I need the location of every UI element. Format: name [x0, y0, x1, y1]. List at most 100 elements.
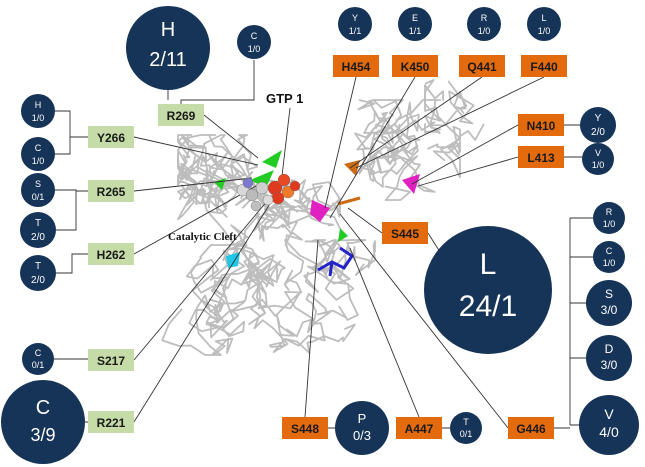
svg-text:1/0: 1/0: [32, 113, 45, 123]
mutation-circle-r-441[interactable]: R 1/0: [467, 7, 501, 41]
mutation-circle-p-448[interactable]: P 0/3: [335, 401, 389, 455]
mutation-circle-s-265[interactable]: S 0/1: [21, 173, 55, 207]
svg-text:1/0: 1/0: [248, 44, 261, 54]
svg-text:4/0: 4/0: [599, 424, 619, 440]
mutation-circle-c-217[interactable]: C 0/1: [22, 343, 54, 375]
svg-text:C: C: [251, 31, 258, 41]
svg-text:S: S: [605, 287, 613, 301]
svg-text:P: P: [358, 411, 367, 426]
residue-box-h454[interactable]: H454: [333, 55, 379, 77]
mutation-circle-t-447[interactable]: T 0/1: [450, 412, 482, 444]
svg-text:0/1: 0/1: [32, 360, 45, 370]
mutation-circle-c-269[interactable]: C 1/0: [237, 25, 271, 59]
residue-box-g446[interactable]: G446: [508, 417, 554, 439]
svg-text:1/1: 1/1: [349, 26, 362, 36]
svg-text:1/0: 1/0: [538, 26, 551, 36]
residue-box-s445[interactable]: S445: [382, 222, 428, 244]
catalytic-cleft-label: Catalytic Cleft: [168, 231, 237, 243]
mutation-circle-c-big[interactable]: C 3/9: [1, 380, 85, 464]
residue-box-r265[interactable]: R265: [88, 180, 134, 202]
svg-text:E: E: [412, 13, 418, 23]
mutation-circle-y-410[interactable]: Y 2/0: [580, 107, 616, 143]
mutation-circle-v-413[interactable]: V 1/0: [582, 143, 614, 175]
mutation-circle-c-266[interactable]: C 1/0: [21, 137, 55, 171]
svg-text:L: L: [480, 248, 497, 281]
mutation-circle-t-265[interactable]: T 2/0: [20, 212, 56, 248]
svg-text:A447: A447: [405, 422, 434, 436]
svg-text:R269: R269: [167, 109, 196, 123]
svg-text:Y: Y: [352, 13, 358, 23]
svg-text:R221: R221: [97, 416, 126, 430]
mutation-circle-s-446[interactable]: S 3/0: [586, 280, 632, 326]
svg-text:1/0: 1/0: [592, 160, 605, 170]
residue-box-k450[interactable]: K450: [392, 55, 438, 77]
svg-text:S448: S448: [291, 422, 319, 436]
mutation-circle-h-266[interactable]: H 1/0: [21, 94, 55, 128]
svg-text:Y: Y: [595, 113, 602, 124]
svg-text:0/1: 0/1: [460, 429, 473, 439]
svg-text:S445: S445: [391, 227, 419, 241]
svg-text:H: H: [161, 19, 175, 41]
mutation-circle-r-446[interactable]: R 1/0: [593, 202, 625, 234]
svg-text:R265: R265: [97, 185, 126, 199]
gtp-label: GTP 1: [266, 91, 303, 106]
mutation-circle-h-big[interactable]: H 2/11: [126, 6, 210, 90]
residue-box-n410[interactable]: N410: [518, 114, 564, 136]
svg-text:R: R: [481, 13, 488, 23]
svg-text:T: T: [35, 218, 41, 229]
svg-text:1/0: 1/0: [478, 26, 491, 36]
mutation-circle-v-446[interactable]: V 4/0: [579, 395, 639, 455]
residue-box-h262[interactable]: H262: [88, 243, 134, 265]
svg-text:H454: H454: [342, 60, 371, 74]
residue-box-s217[interactable]: S217: [88, 349, 134, 371]
svg-text:24/1: 24/1: [459, 290, 517, 323]
residue-box-y266[interactable]: Y266: [88, 126, 134, 148]
svg-text:H262: H262: [97, 248, 126, 262]
svg-text:0/1: 0/1: [32, 192, 45, 202]
residue-box-a447[interactable]: A447: [396, 417, 442, 439]
svg-text:2/0: 2/0: [591, 127, 605, 138]
residue-box-f440[interactable]: F440: [521, 55, 567, 77]
svg-text:D: D: [605, 342, 614, 356]
svg-text:C: C: [35, 143, 42, 153]
residue-box-s448[interactable]: S448: [282, 417, 328, 439]
svg-text:R: R: [606, 207, 613, 217]
svg-text:V: V: [604, 406, 614, 422]
svg-text:K450: K450: [401, 60, 430, 74]
svg-text:N410: N410: [527, 119, 556, 133]
svg-text:1/0: 1/0: [32, 156, 45, 166]
connector-lines: [54, 60, 593, 429]
svg-text:F440: F440: [530, 60, 558, 74]
mutation-circle-c-446[interactable]: C 1/0: [593, 241, 625, 273]
svg-text:S: S: [35, 179, 41, 189]
svg-text:Y266: Y266: [97, 131, 125, 145]
svg-text:C: C: [35, 348, 42, 358]
mutation-circle-y-454[interactable]: Y 1/1: [338, 7, 372, 41]
svg-text:C: C: [36, 397, 50, 419]
svg-text:T: T: [35, 261, 41, 272]
residue-box-r221[interactable]: R221: [88, 411, 134, 433]
svg-text:T: T: [463, 417, 469, 427]
residue-box-l413[interactable]: L413: [518, 146, 564, 168]
svg-text:2/11: 2/11: [149, 49, 186, 71]
svg-text:0/3: 0/3: [353, 428, 371, 443]
mutation-circle-d-446[interactable]: D 3/0: [586, 335, 632, 381]
svg-text:L413: L413: [527, 151, 555, 165]
svg-text:3/9: 3/9: [30, 425, 55, 445]
svg-text:2/0: 2/0: [31, 275, 45, 286]
residue-box-r269[interactable]: R269: [158, 104, 204, 126]
mutation-circle-l-big[interactable]: L 24/1: [424, 226, 552, 354]
svg-text:G446: G446: [516, 422, 546, 436]
svg-text:Q441: Q441: [467, 60, 497, 74]
svg-text:1/0: 1/0: [603, 219, 616, 229]
svg-text:3/0: 3/0: [601, 303, 618, 317]
svg-text:S217: S217: [97, 354, 125, 368]
svg-text:2/0: 2/0: [31, 232, 45, 243]
mutation-circle-l-440[interactable]: L 1/0: [527, 7, 561, 41]
mutation-circle-e-450[interactable]: E 1/1: [398, 7, 432, 41]
residue-box-q441[interactable]: Q441: [459, 55, 505, 77]
svg-text:C: C: [606, 246, 613, 256]
mutation-circle-t-262[interactable]: T 2/0: [20, 255, 56, 291]
